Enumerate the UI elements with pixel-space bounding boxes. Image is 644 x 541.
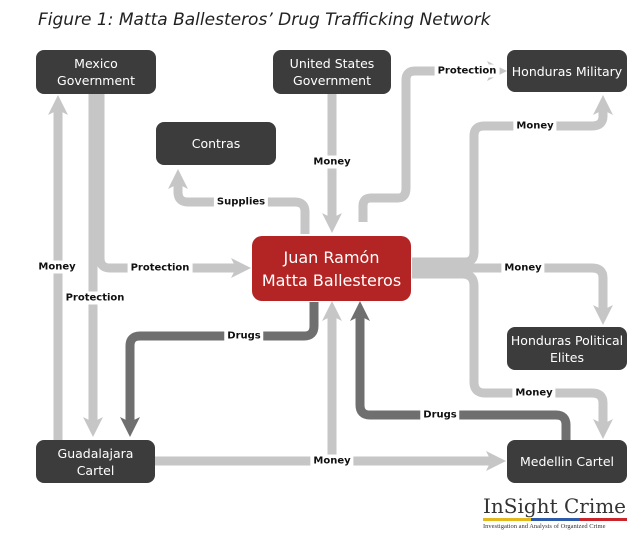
label-protection-honduras-military: Protection — [434, 64, 500, 78]
label-money-guadalajara-to-mexico: Money — [35, 260, 79, 274]
node-guadalajara-cartel: Guadalajara Cartel — [36, 440, 155, 483]
label-money-guadalajara-to-medellin: Money — [310, 454, 354, 468]
node-united-states-government: United States Government — [273, 50, 391, 94]
logo-bar-red — [579, 518, 627, 521]
node-medellin-cartel: Medellin Cartel — [507, 440, 627, 483]
logo-name: InSight Crime — [483, 494, 627, 518]
logo-color-bar — [483, 518, 627, 521]
node-honduras-military: Honduras Military — [507, 50, 627, 92]
label-drugs-center-to-guadalajara: Drugs — [224, 329, 264, 343]
node-juan-ramon-matta-ballesteros: Juan Ramón Matta Ballesteros — [252, 236, 411, 301]
label-money-united-states: Money — [310, 155, 354, 169]
edge-drugs-medellin-to-center — [350, 301, 571, 440]
edge-drugs-center-to-guadalajara — [120, 302, 319, 437]
figure-title: Figure 1: Matta Ballesteros’ Drug Traffi… — [38, 10, 491, 30]
label-money-political-elites: Money — [501, 261, 545, 275]
node-honduras-political-elites: Honduras Political Elites — [507, 327, 627, 370]
logo-tagline: Investigation and Analysis of Organized … — [483, 523, 606, 530]
edge-protection-honduras-military — [358, 61, 507, 222]
label-drugs-medellin-to-center: Drugs — [420, 408, 460, 422]
label-supplies-contras: Supplies — [213, 195, 269, 209]
node-mexico-government: Mexico Government — [36, 50, 156, 94]
logo-bar-yellow — [483, 518, 531, 521]
label-protection-mexico-to-center: Protection — [127, 261, 193, 275]
insight-crime-logo: InSight Crime Investigation and Analysis… — [483, 495, 633, 530]
edge-protection-mexico-to-center — [95, 94, 251, 278]
logo-bar-blue — [531, 518, 579, 521]
label-money-honduras-military: Money — [513, 119, 557, 133]
edge-money-honduras-military — [412, 95, 613, 267]
edge-money-political-elites — [412, 263, 613, 325]
node-contras: Contras — [156, 122, 276, 165]
edge-money-medellin — [412, 269, 613, 439]
label-money-medellin: Money — [512, 386, 556, 400]
label-protection-mexico-to-guadalajara: Protection — [62, 291, 128, 305]
